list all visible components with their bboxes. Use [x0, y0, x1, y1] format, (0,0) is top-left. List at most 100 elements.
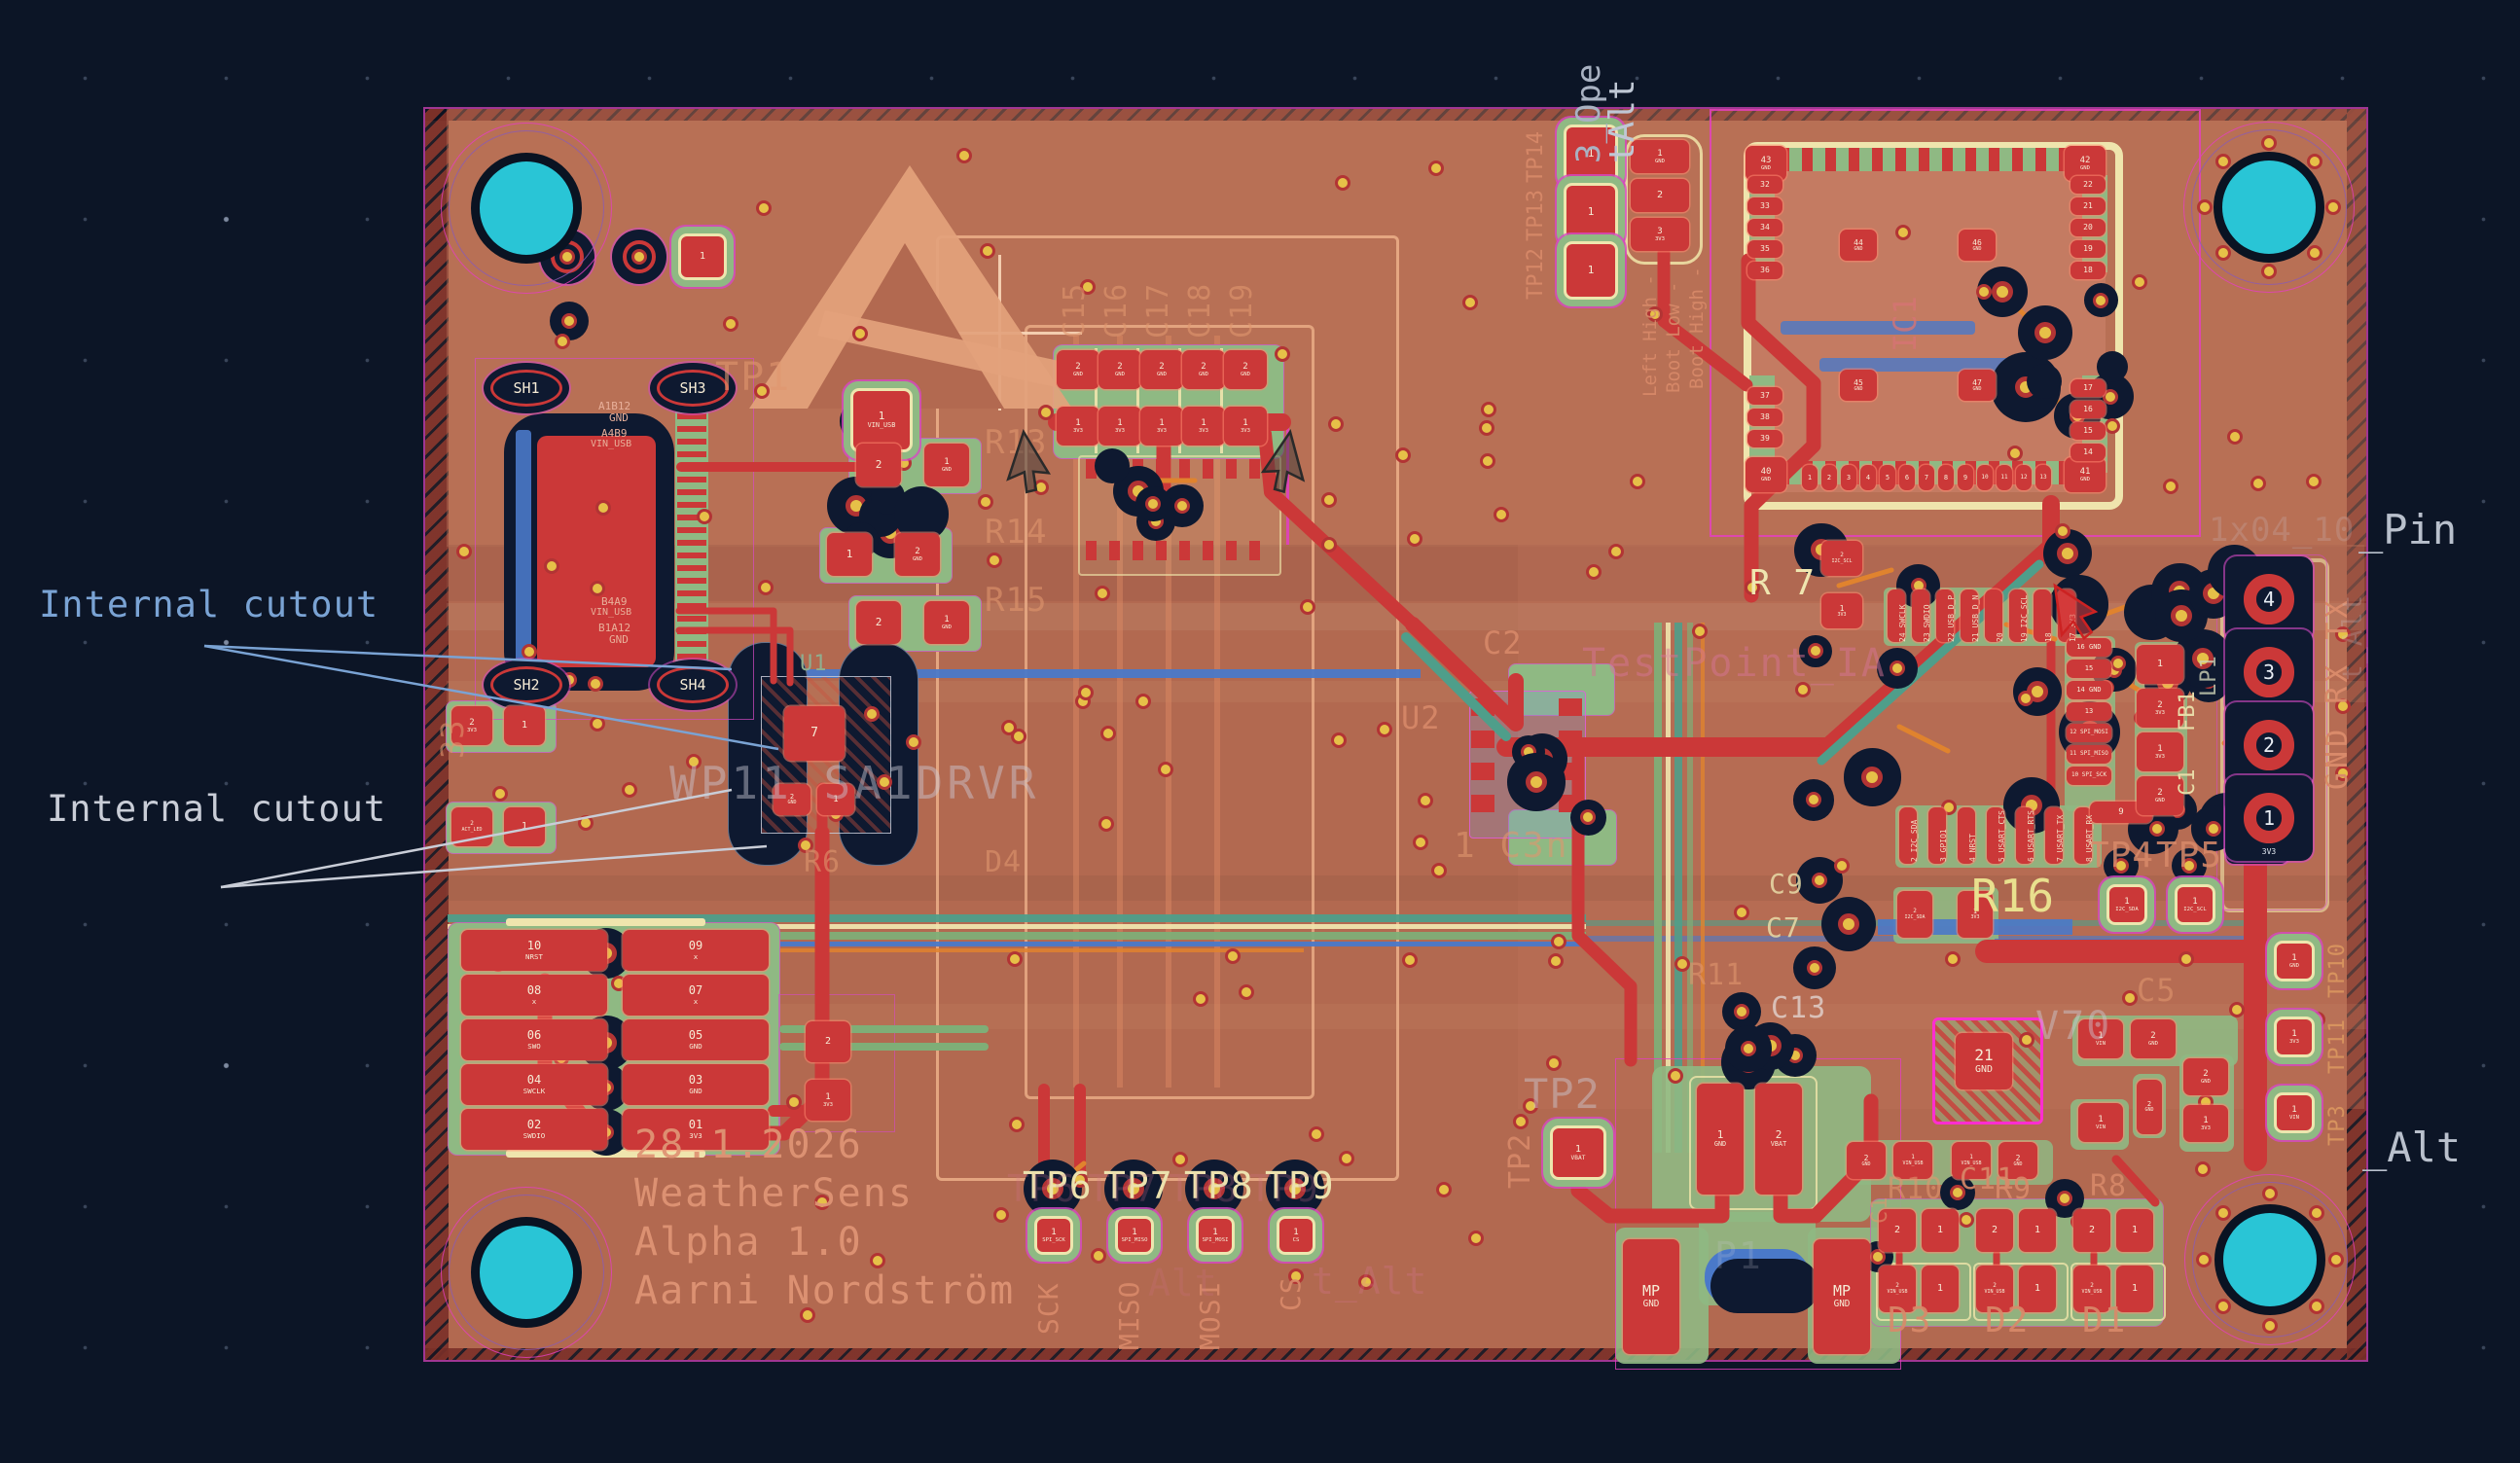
pad-2-73[interactable]: 2	[1821, 465, 1837, 490]
via[interactable]	[1204, 1178, 1225, 1199]
pad-32-55[interactable]: 32	[1747, 176, 1782, 194]
via[interactable]	[1805, 792, 1821, 808]
via[interactable]	[1861, 766, 1884, 788]
via[interactable]	[1079, 279, 1096, 296]
via[interactable]	[1480, 452, 1496, 469]
pad-sh1-1[interactable]: SH1	[484, 363, 569, 413]
via[interactable]	[1009, 1116, 1026, 1132]
pad-1-43[interactable]: 1	[1566, 244, 1615, 297]
via[interactable]	[1812, 873, 1827, 888]
via[interactable]	[1193, 990, 1209, 1007]
via[interactable]	[2250, 476, 2267, 492]
via[interactable]	[798, 838, 814, 854]
via[interactable]	[1667, 1068, 1683, 1085]
via[interactable]	[1945, 950, 1962, 967]
via[interactable]	[1395, 447, 1412, 464]
via[interactable]	[1674, 955, 1691, 972]
pad-2-9[interactable]: 2	[856, 601, 901, 644]
pad-36-59[interactable]: 36	[1747, 262, 1782, 279]
pad-37-69[interactable]: 37	[1747, 387, 1782, 405]
via[interactable]	[986, 552, 1002, 568]
via[interactable]	[2306, 474, 2322, 490]
pad-1-108[interactable]: 1	[2137, 645, 2183, 684]
via[interactable]	[1870, 1249, 1886, 1265]
via[interactable]	[1174, 498, 1190, 514]
pad-1-151[interactable]: 1	[2019, 1266, 2056, 1312]
via[interactable]	[2181, 858, 2197, 874]
pad-3-74[interactable]: 3	[1841, 465, 1856, 490]
pad-34-57[interactable]: 34	[1747, 219, 1782, 236]
via[interactable]	[2132, 273, 2148, 290]
pad-2-45[interactable]: 2	[1631, 179, 1689, 212]
pad-13-104[interactable]: 13	[2067, 702, 2111, 721]
pad-13-84[interactable]: 13	[2035, 465, 2051, 490]
pad-item-91[interactable]	[2034, 589, 2051, 642]
pad-4-75[interactable]: 4	[1860, 465, 1876, 490]
via[interactable]	[1479, 419, 1495, 436]
via[interactable]	[2335, 626, 2351, 642]
via[interactable]	[1976, 283, 1993, 300]
via[interactable]	[2335, 698, 2351, 714]
pad-11-82[interactable]: 11	[1997, 465, 2012, 490]
pad-38-70[interactable]: 38	[1747, 409, 1782, 426]
via[interactable]	[2019, 1031, 2035, 1048]
via[interactable]	[696, 509, 712, 525]
via[interactable]	[2205, 820, 2221, 837]
via[interactable]	[1335, 175, 1351, 192]
via[interactable]	[2335, 766, 2351, 781]
pad-4-usart-tx-129[interactable]: 4USART_TX	[2225, 556, 2313, 642]
via[interactable]	[2149, 821, 2166, 838]
via[interactable]	[2034, 322, 2056, 343]
pad-10-81[interactable]: 10	[1977, 465, 1993, 490]
via[interactable]	[755, 200, 772, 217]
via[interactable]	[1585, 563, 1602, 580]
via[interactable]	[1006, 951, 1023, 968]
pad-18-64[interactable]: 18	[2070, 262, 2106, 279]
via[interactable]	[1377, 721, 1393, 737]
via[interactable]	[2191, 648, 2214, 670]
via[interactable]	[456, 544, 473, 560]
via[interactable]	[1741, 1041, 1757, 1057]
via[interactable]	[2170, 604, 2192, 626]
via[interactable]	[1630, 474, 1646, 490]
pad-2-146[interactable]: 2	[2073, 1209, 2110, 1252]
pad-22-60[interactable]: 22	[2070, 176, 2106, 194]
pad-item-99[interactable]	[2074, 807, 2092, 864]
via[interactable]	[1418, 792, 1434, 808]
pad-20-62[interactable]: 20	[2070, 219, 2106, 236]
via[interactable]	[758, 580, 774, 596]
via[interactable]	[587, 676, 603, 693]
via[interactable]	[1833, 857, 1850, 874]
pad-1-143[interactable]: 1	[1922, 1209, 1959, 1252]
via[interactable]	[2113, 858, 2129, 874]
via[interactable]	[1481, 401, 1497, 417]
via[interactable]	[1239, 983, 1255, 1000]
pad-1-12[interactable]: 1	[504, 706, 545, 745]
pad-7-78[interactable]: 7	[1919, 465, 1934, 490]
via[interactable]	[1284, 1178, 1306, 1199]
mounting-hole[interactable]	[2214, 152, 2324, 263]
pad-15-102[interactable]: 15	[2067, 660, 2111, 678]
pad-17-65[interactable]: 17	[2070, 379, 2106, 397]
pad-1-41[interactable]: 1	[1566, 127, 1615, 180]
